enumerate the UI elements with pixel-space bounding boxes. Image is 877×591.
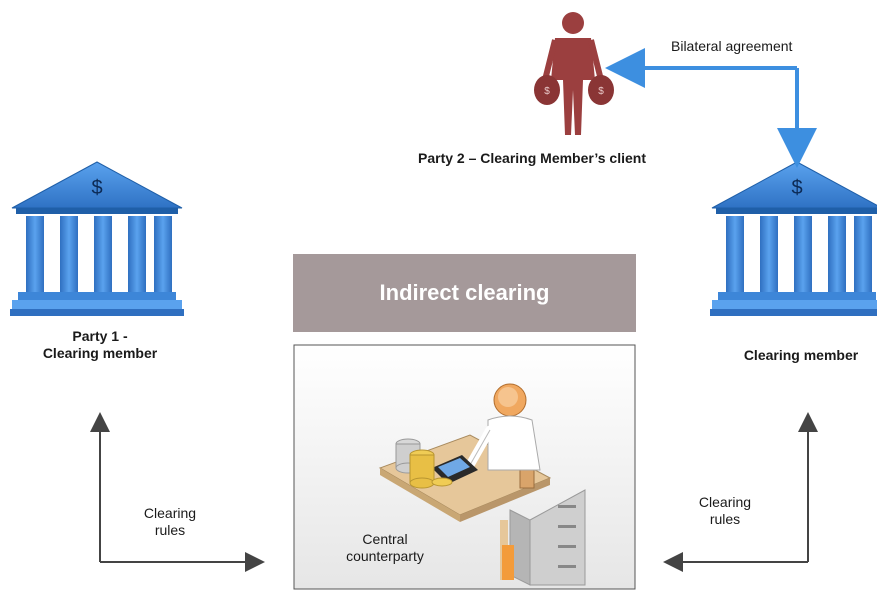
- party1-label: Party 1 - Clearing member: [42, 328, 158, 361]
- bilateral-agreement-label: Bilateral agreement: [671, 38, 793, 54]
- svg-text:$: $: [598, 86, 604, 97]
- clearing-rules-arrow-right: [663, 412, 818, 572]
- ccp-label: Central counterparty: [346, 531, 424, 564]
- bank-icon: $: [710, 161, 877, 316]
- svg-text:$: $: [791, 177, 802, 199]
- clearing-rules-right-label: Clearing rules: [698, 494, 752, 527]
- bilateral-agreement-arrow: [605, 48, 817, 168]
- clearing-rules-arrow-left: [90, 412, 265, 572]
- svg-text:$: $: [544, 86, 550, 97]
- party2-label: Party 2 – Clearing Member’s client: [418, 150, 646, 166]
- bank-icon: $: [10, 161, 184, 316]
- svg-text:$: $: [91, 177, 102, 199]
- person-with-money-bags-icon: $ $: [534, 12, 614, 135]
- clearing-rules-left-label: Clearing rules: [143, 505, 197, 538]
- clerk-at-desk-icon: [378, 383, 586, 586]
- title-bar: Indirect clearing: [293, 254, 636, 332]
- clearing-member-label: Clearing member: [743, 347, 859, 363]
